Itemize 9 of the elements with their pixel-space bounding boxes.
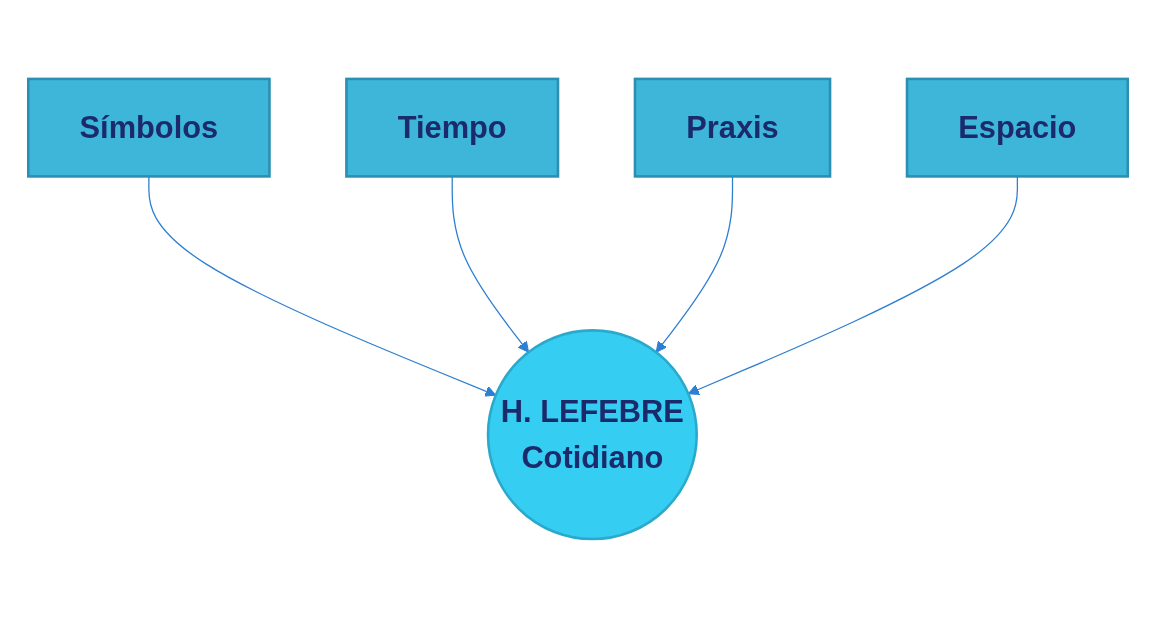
node-circle: H. LEFEBRE Cotidiano (486, 328, 698, 540)
node-box: Espacio (905, 77, 1130, 178)
arrow (687, 175, 1018, 395)
arrow (451, 175, 530, 353)
node-box: Símbolos (26, 77, 271, 178)
arrow (148, 175, 497, 397)
arrow (655, 175, 734, 353)
node-box: Praxis (633, 77, 832, 178)
node-box: Tiempo (345, 77, 560, 178)
